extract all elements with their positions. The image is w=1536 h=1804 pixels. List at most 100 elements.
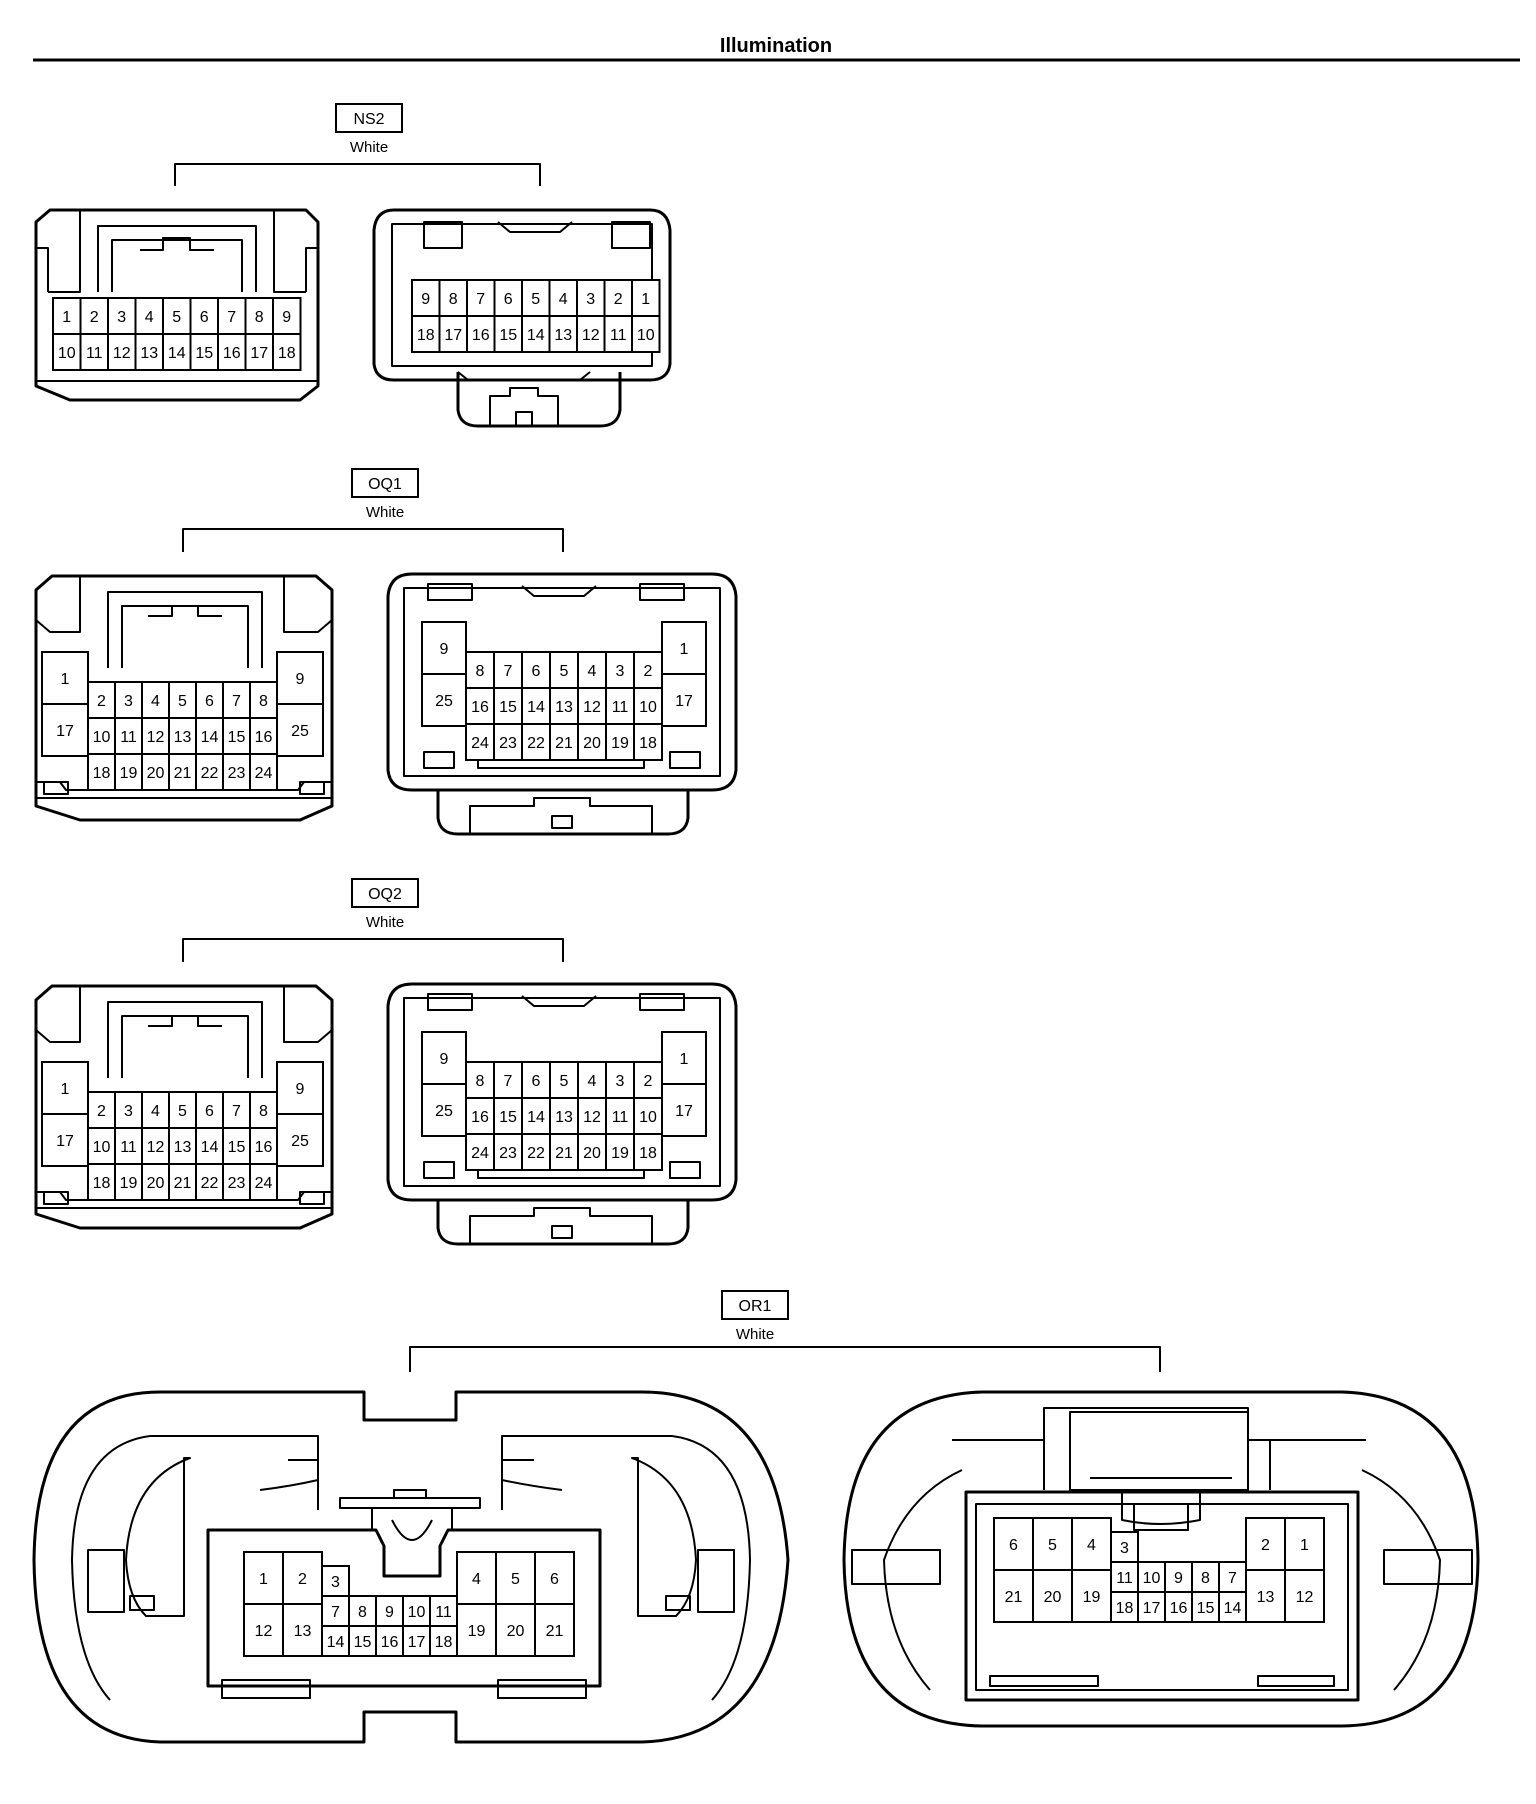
pin-number: 15 <box>499 1109 517 1126</box>
pin-cell <box>243 1551 284 1605</box>
connector-code: OQ2 <box>368 886 402 903</box>
pin-number: 14 <box>527 699 545 716</box>
pin-cell <box>276 703 324 757</box>
pin-number: 9 <box>296 1081 305 1098</box>
pin-number: 8 <box>259 1103 268 1120</box>
pin-number: 16 <box>472 327 490 344</box>
pin-number: 14 <box>1224 1600 1242 1617</box>
pin-number: 16 <box>223 345 241 362</box>
pin-number: 9 <box>296 671 305 688</box>
pin-number: 20 <box>507 1623 525 1640</box>
pin-cell <box>521 1097 551 1135</box>
pin-number: 15 <box>228 729 246 746</box>
pin-number: 6 <box>205 1103 214 1120</box>
pin-number: 24 <box>255 1175 273 1192</box>
pin-cell <box>456 1603 497 1657</box>
pin-number: 4 <box>472 1571 481 1588</box>
pin-cell <box>52 333 82 371</box>
pin-cell <box>107 333 137 371</box>
pin-cell <box>631 315 661 353</box>
pin-number: 20 <box>1044 1589 1062 1606</box>
pin-number: 3 <box>616 663 625 680</box>
pin-number: 13 <box>555 699 573 716</box>
pin-cell <box>1164 1561 1193 1593</box>
pin-number: 1 <box>680 641 689 658</box>
pin-cell <box>577 1097 607 1135</box>
pin-number: 4 <box>588 663 597 680</box>
pin-number: 10 <box>58 345 76 362</box>
pin-number: 12 <box>583 699 601 716</box>
pin-cell <box>429 1595 458 1627</box>
pin-cell <box>549 1061 579 1099</box>
pin-cell <box>168 1127 197 1165</box>
pin-number: 22 <box>201 765 219 782</box>
pin-cell <box>195 717 224 755</box>
pin-number: 7 <box>476 291 485 308</box>
pin-number: 14 <box>201 729 219 746</box>
pin-number: 7 <box>232 1103 241 1120</box>
pin-cell <box>249 1163 278 1201</box>
pin-number: 17 <box>408 1634 426 1651</box>
pin-number: 12 <box>147 1139 165 1156</box>
pin-number: 9 <box>385 1604 394 1621</box>
pin-cell <box>79 297 109 335</box>
pin-cell <box>493 279 523 317</box>
pin-number: 2 <box>1261 1537 1270 1554</box>
pin-cell <box>549 1133 579 1171</box>
label-or1: OR1 White <box>409 1290 1161 1372</box>
pin-cell <box>534 1551 575 1605</box>
pin-cell <box>168 1163 197 1201</box>
pin-cell <box>493 651 523 689</box>
pin-cell <box>429 1625 458 1657</box>
pin-number: 17 <box>56 1133 74 1150</box>
pin-number: 1 <box>680 1051 689 1068</box>
pin-cell <box>603 315 633 353</box>
pin-number: 20 <box>147 765 165 782</box>
pin-number: 10 <box>639 1109 657 1126</box>
pin-number: 5 <box>511 1571 520 1588</box>
pin-number: 3 <box>331 1574 340 1591</box>
pin-cell <box>1245 1517 1286 1571</box>
pin-number: 3 <box>117 309 126 326</box>
pin-number: 6 <box>1009 1537 1018 1554</box>
pin-cell <box>276 651 324 705</box>
pin-number: 5 <box>172 309 181 326</box>
connector-color: White <box>350 139 388 156</box>
pin-number: 8 <box>1201 1570 1210 1587</box>
pin-number: 12 <box>582 327 600 344</box>
pin-number: 1 <box>62 309 71 326</box>
pin-number: 7 <box>504 663 513 680</box>
pin-number: 22 <box>527 735 545 752</box>
pin-cell <box>661 1031 707 1085</box>
pin-cell <box>321 1625 350 1657</box>
pin-cell <box>465 651 495 689</box>
pin-number: 5 <box>1048 1537 1057 1554</box>
pin-cell <box>438 279 468 317</box>
pin-cell <box>107 297 137 335</box>
pin-number: 12 <box>255 1623 273 1640</box>
pin-cell <box>521 723 551 761</box>
pin-number: 16 <box>471 699 489 716</box>
pin-cell <box>1218 1591 1247 1623</box>
pin-cell <box>438 315 468 353</box>
pin-cell <box>217 333 247 371</box>
pin-number: 23 <box>499 735 517 752</box>
pin-number: 15 <box>499 699 517 716</box>
pin-number: 21 <box>555 1145 573 1162</box>
pin-number: 12 <box>583 1109 601 1126</box>
pin-number: 17 <box>444 327 462 344</box>
pin-number: 2 <box>298 1571 307 1588</box>
pin-cell <box>549 651 579 689</box>
pin-number: 24 <box>471 735 489 752</box>
pin-cell <box>421 621 467 675</box>
pin-cell <box>41 703 89 757</box>
pin-cell <box>282 1603 323 1657</box>
